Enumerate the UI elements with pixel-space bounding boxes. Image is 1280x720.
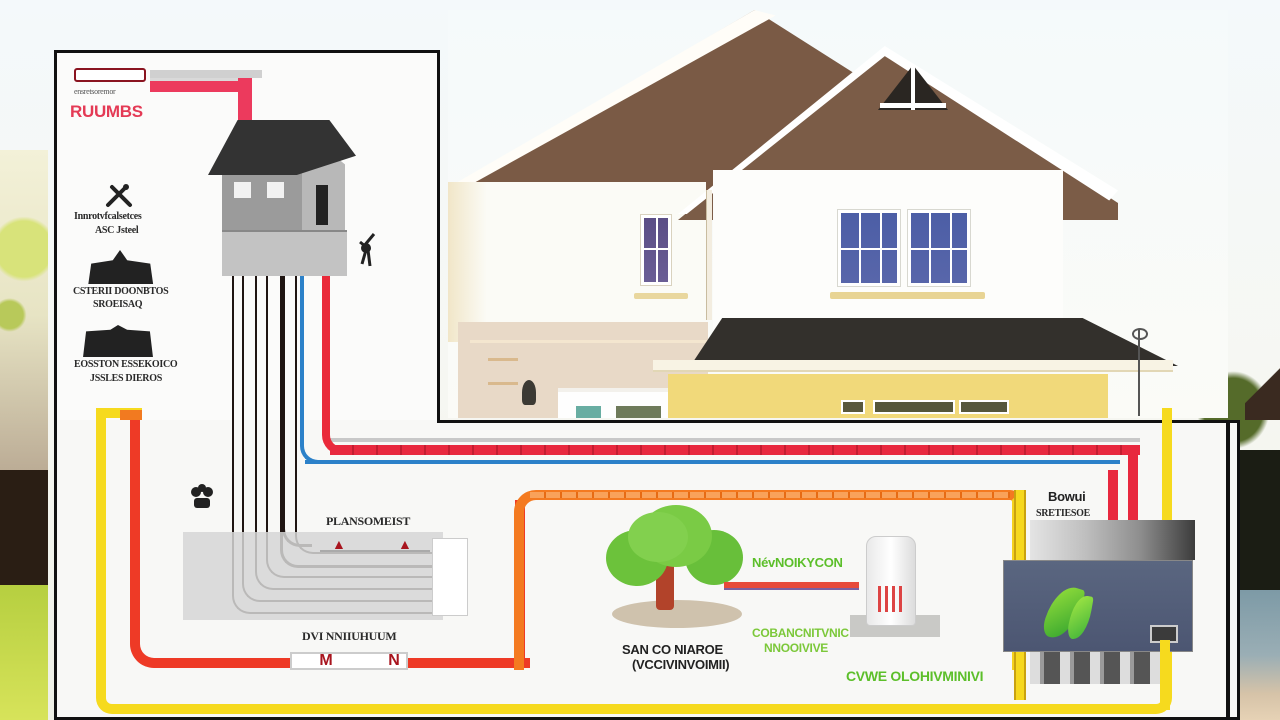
green-label-1: NévNOIKYCON bbox=[752, 555, 843, 570]
valve-handle-icon: ▲ bbox=[398, 536, 412, 552]
green-label-3: NNOOIVIVE bbox=[764, 641, 828, 655]
manifold-label: PLANSOMEIST bbox=[326, 514, 411, 528]
pipe-supply-gray bbox=[150, 70, 262, 78]
valve-handle-icon: N bbox=[388, 652, 400, 669]
control-label-2: SRETIESOE bbox=[1036, 508, 1090, 519]
house-icon-window bbox=[267, 182, 284, 198]
window-transom bbox=[838, 248, 900, 250]
porch-roof bbox=[690, 318, 1178, 366]
tree-ground bbox=[612, 600, 742, 628]
subtitle-text: ensretsoremor bbox=[74, 87, 116, 96]
pipe-hot-riser bbox=[238, 78, 252, 126]
wall-trim bbox=[470, 340, 708, 343]
pipe-heat-bar bbox=[724, 582, 859, 590]
panel-divider bbox=[437, 420, 1240, 423]
valve-handle-icon: ▲ bbox=[332, 536, 346, 552]
door-glass bbox=[616, 406, 661, 418]
house-icon-door bbox=[316, 185, 328, 225]
background-grass-left bbox=[0, 585, 48, 720]
tree-caption-1: SAN CO NIAROE bbox=[622, 642, 723, 657]
boiler-pipes bbox=[878, 586, 902, 612]
valve-handle-icon: M bbox=[319, 652, 333, 669]
control-label-1: Bowui bbox=[1048, 489, 1086, 504]
background-hedge-right bbox=[1238, 450, 1280, 590]
green-label-2: COBANCNITVNIC bbox=[752, 626, 849, 640]
pipe-hot-vertical bbox=[1128, 445, 1138, 520]
wall-band bbox=[488, 382, 518, 385]
boiler-icon bbox=[866, 536, 916, 626]
house-icon-base bbox=[222, 230, 347, 276]
window-mullion bbox=[656, 215, 658, 285]
ground-loop-return bbox=[1160, 640, 1170, 710]
house-icon-front bbox=[222, 172, 302, 230]
gable-truss-beam bbox=[880, 103, 946, 108]
window-sill bbox=[634, 293, 688, 299]
background-path-right bbox=[1238, 590, 1280, 720]
pipe-hot-vertical bbox=[1108, 470, 1118, 520]
porch-window bbox=[959, 400, 1009, 414]
valve-icon bbox=[74, 68, 146, 82]
manifold-valve bbox=[320, 538, 430, 552]
downpipe bbox=[706, 190, 712, 320]
legend-item-2-line2: SROEISAQ bbox=[93, 299, 143, 310]
lamp-icon bbox=[522, 380, 536, 405]
gable-truss-post bbox=[911, 65, 915, 110]
porch-window bbox=[841, 400, 865, 414]
diagram-title: RUUMBS bbox=[70, 102, 143, 121]
insect-icon bbox=[359, 233, 376, 267]
tree-canopy bbox=[628, 512, 688, 562]
panel-right-border bbox=[1226, 420, 1230, 720]
tools-icon bbox=[106, 184, 132, 207]
pipe-loop-segments bbox=[530, 492, 1010, 498]
pipe-gray bbox=[330, 438, 1140, 442]
porch-window bbox=[873, 400, 955, 414]
window-sill bbox=[830, 292, 985, 299]
background-tree-left bbox=[0, 150, 48, 480]
control-unit-bottom bbox=[1030, 652, 1170, 684]
legend-item-3-line2: JSSLES DIEROS bbox=[90, 373, 162, 384]
pipe-return-cap bbox=[120, 410, 142, 420]
house-photo bbox=[448, 10, 1228, 418]
pipe-hot-top bbox=[150, 78, 250, 92]
valve-bottom bbox=[290, 652, 408, 670]
manifold-icon bbox=[432, 538, 468, 616]
control-unit-top bbox=[1030, 520, 1195, 560]
antenna-head bbox=[1132, 328, 1148, 340]
house-icon-window bbox=[234, 182, 251, 198]
background-hedge-left bbox=[0, 470, 48, 590]
porch-fascia bbox=[653, 360, 1173, 372]
bottom-green-label: CVWE OLOHIVMINIVI bbox=[846, 668, 984, 684]
door-glass bbox=[576, 406, 601, 418]
cluster-icon bbox=[191, 484, 213, 508]
legend-item-3-line1: EOSSTON ESSEKOICO bbox=[74, 359, 178, 370]
manifold-zone bbox=[183, 532, 443, 620]
background-roof-right bbox=[1245, 360, 1280, 420]
window-transom bbox=[641, 248, 671, 250]
tree-caption-2: (VCCIVINVOIMII) bbox=[632, 657, 730, 672]
pipe-hot-horizontal bbox=[330, 445, 1140, 455]
antenna-icon bbox=[1138, 330, 1140, 416]
bottom-valve-label: DVI NNIIUHUUM bbox=[302, 629, 397, 643]
wall-band bbox=[488, 358, 518, 361]
window-transom bbox=[908, 248, 970, 250]
legend-item-1-line1: Innrotvfcalsetces bbox=[74, 211, 142, 222]
legend-item-1-line2: ASC Jsteel bbox=[95, 225, 139, 236]
pipe-cold-horizontal bbox=[305, 460, 1120, 464]
ground-loop-cap bbox=[96, 408, 142, 418]
legend-item-2-line1: CSTERII DOONBTOS bbox=[73, 286, 169, 297]
